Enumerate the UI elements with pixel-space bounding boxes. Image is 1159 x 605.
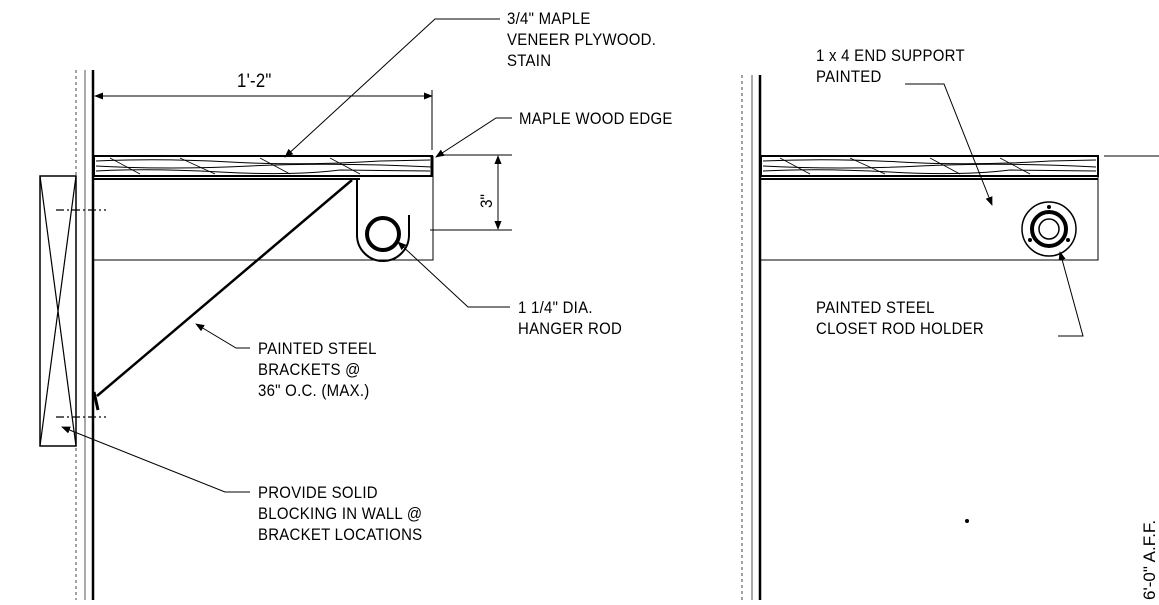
note-blocking-line-2: BLOCKING IN WALL @ bbox=[258, 504, 423, 523]
leader-holder bbox=[1058, 251, 1084, 337]
dimension-height-label: 3" bbox=[477, 194, 496, 208]
note-holder-line-2: CLOSET ROD HOLDER bbox=[816, 319, 984, 338]
note-brackets-line-2: BRACKETS @ bbox=[258, 360, 361, 379]
note-blocking-line-3: BRACKET LOCATIONS bbox=[258, 525, 423, 544]
note-rod-line-1: 1 1/4" DIA. bbox=[518, 298, 593, 317]
note-holder: PAINTED STEEL CLOSET ROD HOLDER bbox=[816, 297, 984, 339]
blocking-box bbox=[39, 175, 106, 447]
note-blocking-line-1: PROVIDE SOLID bbox=[258, 483, 378, 502]
note-support-line-1: 1 x 4 END SUPPORT bbox=[816, 46, 965, 65]
note-support-line-2: PAINTED bbox=[816, 67, 882, 86]
speck bbox=[965, 519, 969, 523]
right-wall bbox=[741, 75, 762, 600]
leader-plywood bbox=[284, 18, 500, 158]
note-plywood-line-1: 3/4" MAPLE bbox=[507, 9, 591, 28]
leader-edge bbox=[435, 117, 512, 158]
left-shelf bbox=[93, 155, 434, 180]
leader-rod bbox=[397, 241, 510, 308]
note-brackets-line-3: 36" O.C. (MAX.) bbox=[258, 381, 370, 400]
note-holder-line-1: PAINTED STEEL bbox=[816, 298, 935, 317]
dimension-height bbox=[430, 154, 512, 231]
note-rod: 1 1/4" DIA. HANGER ROD bbox=[518, 297, 622, 339]
rod-holder bbox=[1021, 201, 1077, 257]
note-rod-line-2: HANGER ROD bbox=[518, 319, 623, 338]
right-shelf bbox=[760, 155, 1159, 180]
left-wall bbox=[75, 70, 95, 600]
dimension-width bbox=[94, 90, 433, 150]
note-plywood-line-2: VENEER PLYWOOD. bbox=[507, 30, 657, 49]
left-support-outline bbox=[92, 175, 434, 261]
hanger-rod-and-hook bbox=[356, 180, 410, 262]
leader-brackets bbox=[195, 323, 250, 349]
note-plywood: 3/4" MAPLE VENEER PLYWOOD. STAIN bbox=[507, 8, 656, 71]
note-brackets-line-1: PAINTED STEEL bbox=[258, 339, 377, 358]
leader-support bbox=[905, 83, 993, 206]
steel-bracket bbox=[92, 179, 353, 411]
note-support: 1 x 4 END SUPPORT PAINTED bbox=[816, 45, 965, 87]
leader-blocking bbox=[61, 426, 250, 493]
note-height: 6'-0" A.F.F. bbox=[1140, 519, 1159, 600]
dimension-width-label: 1'-2" bbox=[237, 71, 272, 92]
note-edge: MAPLE WOOD EDGE bbox=[519, 109, 673, 128]
note-brackets: PAINTED STEEL BRACKETS @ 36" O.C. (MAX.) bbox=[258, 338, 377, 401]
note-plywood-line-3: STAIN bbox=[507, 51, 552, 70]
note-blocking: PROVIDE SOLID BLOCKING IN WALL @ BRACKET… bbox=[258, 482, 422, 545]
end-support bbox=[759, 175, 1099, 261]
